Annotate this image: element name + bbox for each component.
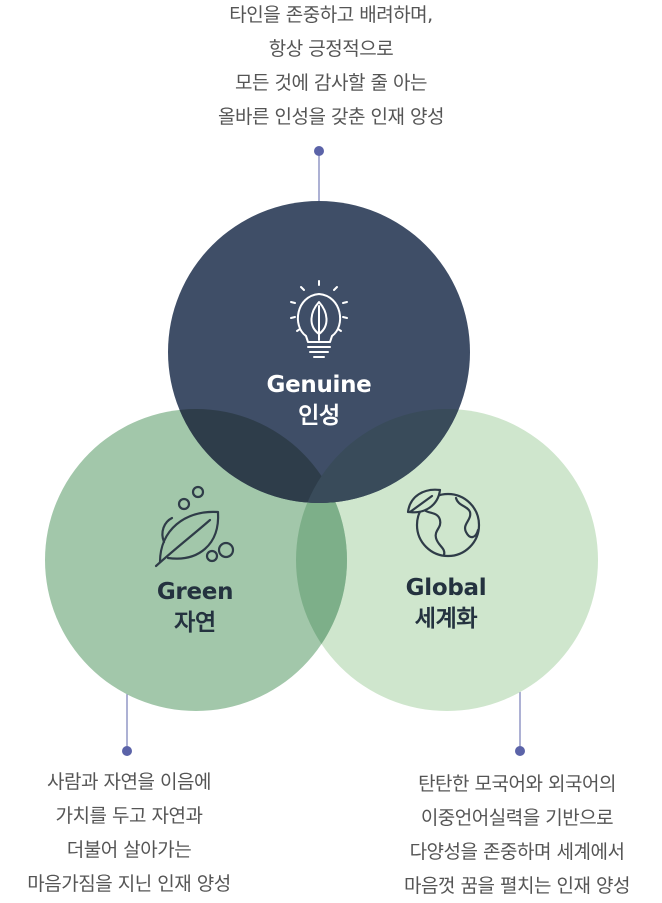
green-title-ko: 자연 (174, 610, 216, 636)
genuine-description-line: 올바른 인성을 갖춘 인재 양성 (218, 106, 444, 128)
lightbulb-leaf-icon (290, 280, 348, 358)
genuine-description-line: 타인을 존중하고 배려하며, (229, 4, 433, 26)
genuine-green-overlap (168, 409, 347, 503)
global-description-line: 마음껏 꿈을 펼치는 인재 양성 (404, 875, 630, 897)
global-description-line: 탄탄한 모국어와 외국어의 (418, 773, 616, 795)
global-description-line: 이중언어실력을 기반으로 (420, 807, 614, 829)
green-description-line: 사람과 자연을 이음에 (47, 771, 211, 793)
genuine-global-overlap (296, 409, 470, 503)
genuine-description-line: 항상 긍정적으로 (268, 38, 394, 60)
green-title-en: Green (156, 579, 234, 605)
green-description-line: 더불어 살아가는 (66, 839, 192, 861)
global-description-line: 다양성을 존중하며 세계에서 (409, 841, 625, 863)
green-description: 사람과 자연을 이음에 가치를 두고 자연과 더불어 살아가는 마음가짐을 지닌… (0, 765, 258, 901)
global-title-ko: 세계화 (414, 606, 478, 632)
green-description-line: 가치를 두고 자연과 (55, 805, 203, 827)
genuine-title-ko: 인성 (298, 403, 340, 429)
green-label: Green 자연 (95, 577, 295, 639)
global-title-en: Global (405, 575, 487, 601)
leaf-icon (154, 485, 235, 568)
genuine-title-en: Genuine (266, 372, 372, 398)
global-label: Global 세계화 (346, 573, 546, 635)
genuine-description-line: 모든 것에 감사할 줄 아는 (235, 72, 427, 94)
global-description: 탄탄한 모국어와 외국어의 이중언어실력을 기반으로 다양성을 존중하며 세계에… (372, 767, 662, 903)
globe-leaf-icon (406, 488, 481, 558)
genuine-description: 타인을 존중하고 배려하며, 항상 긍정적으로 모든 것에 감사할 줄 아는 올… (131, 0, 531, 134)
genuine-label: Genuine 인성 (219, 370, 419, 432)
green-description-line: 마음가짐을 지닌 인재 양성 (27, 873, 231, 895)
